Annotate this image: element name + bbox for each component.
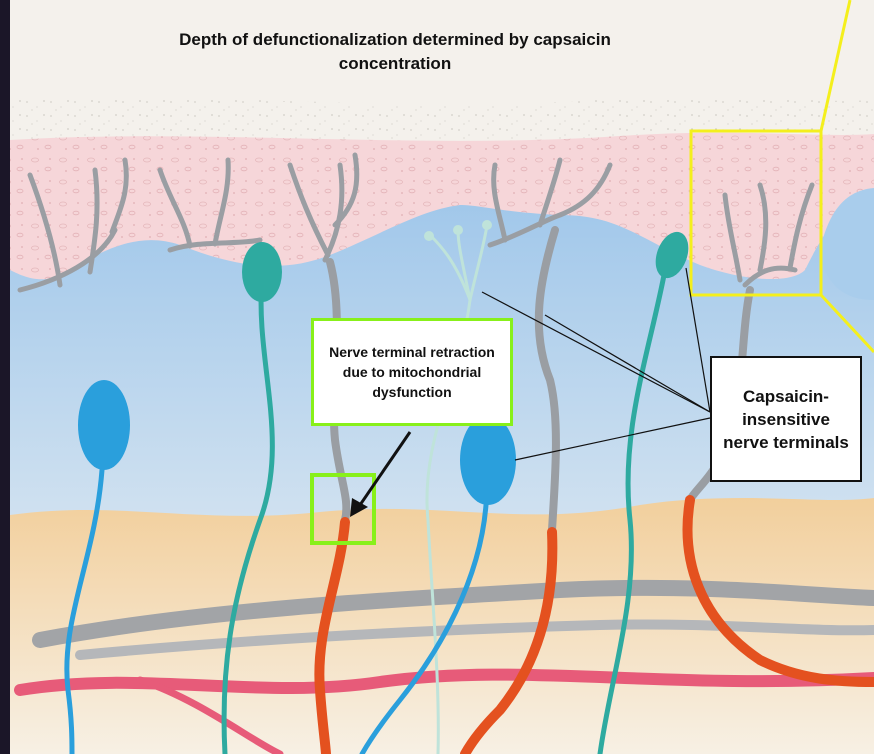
insensitive-callout: Capsaicin-insensitive nerve terminals — [710, 356, 862, 482]
pale-terminal-1 — [424, 231, 434, 241]
pale-terminal-3 — [482, 220, 492, 230]
blue-nerve-ending-left — [78, 380, 130, 470]
outer-frame — [0, 0, 10, 754]
retraction-callout: Nerve terminal retraction due to mitocho… — [311, 318, 513, 426]
blue-nerve-ending-middle — [460, 415, 516, 505]
diagram-title: Depth of defunctionalization determined … — [150, 28, 640, 76]
teal-nerve-ending-left — [242, 242, 282, 302]
pale-terminal-2 — [453, 225, 463, 235]
